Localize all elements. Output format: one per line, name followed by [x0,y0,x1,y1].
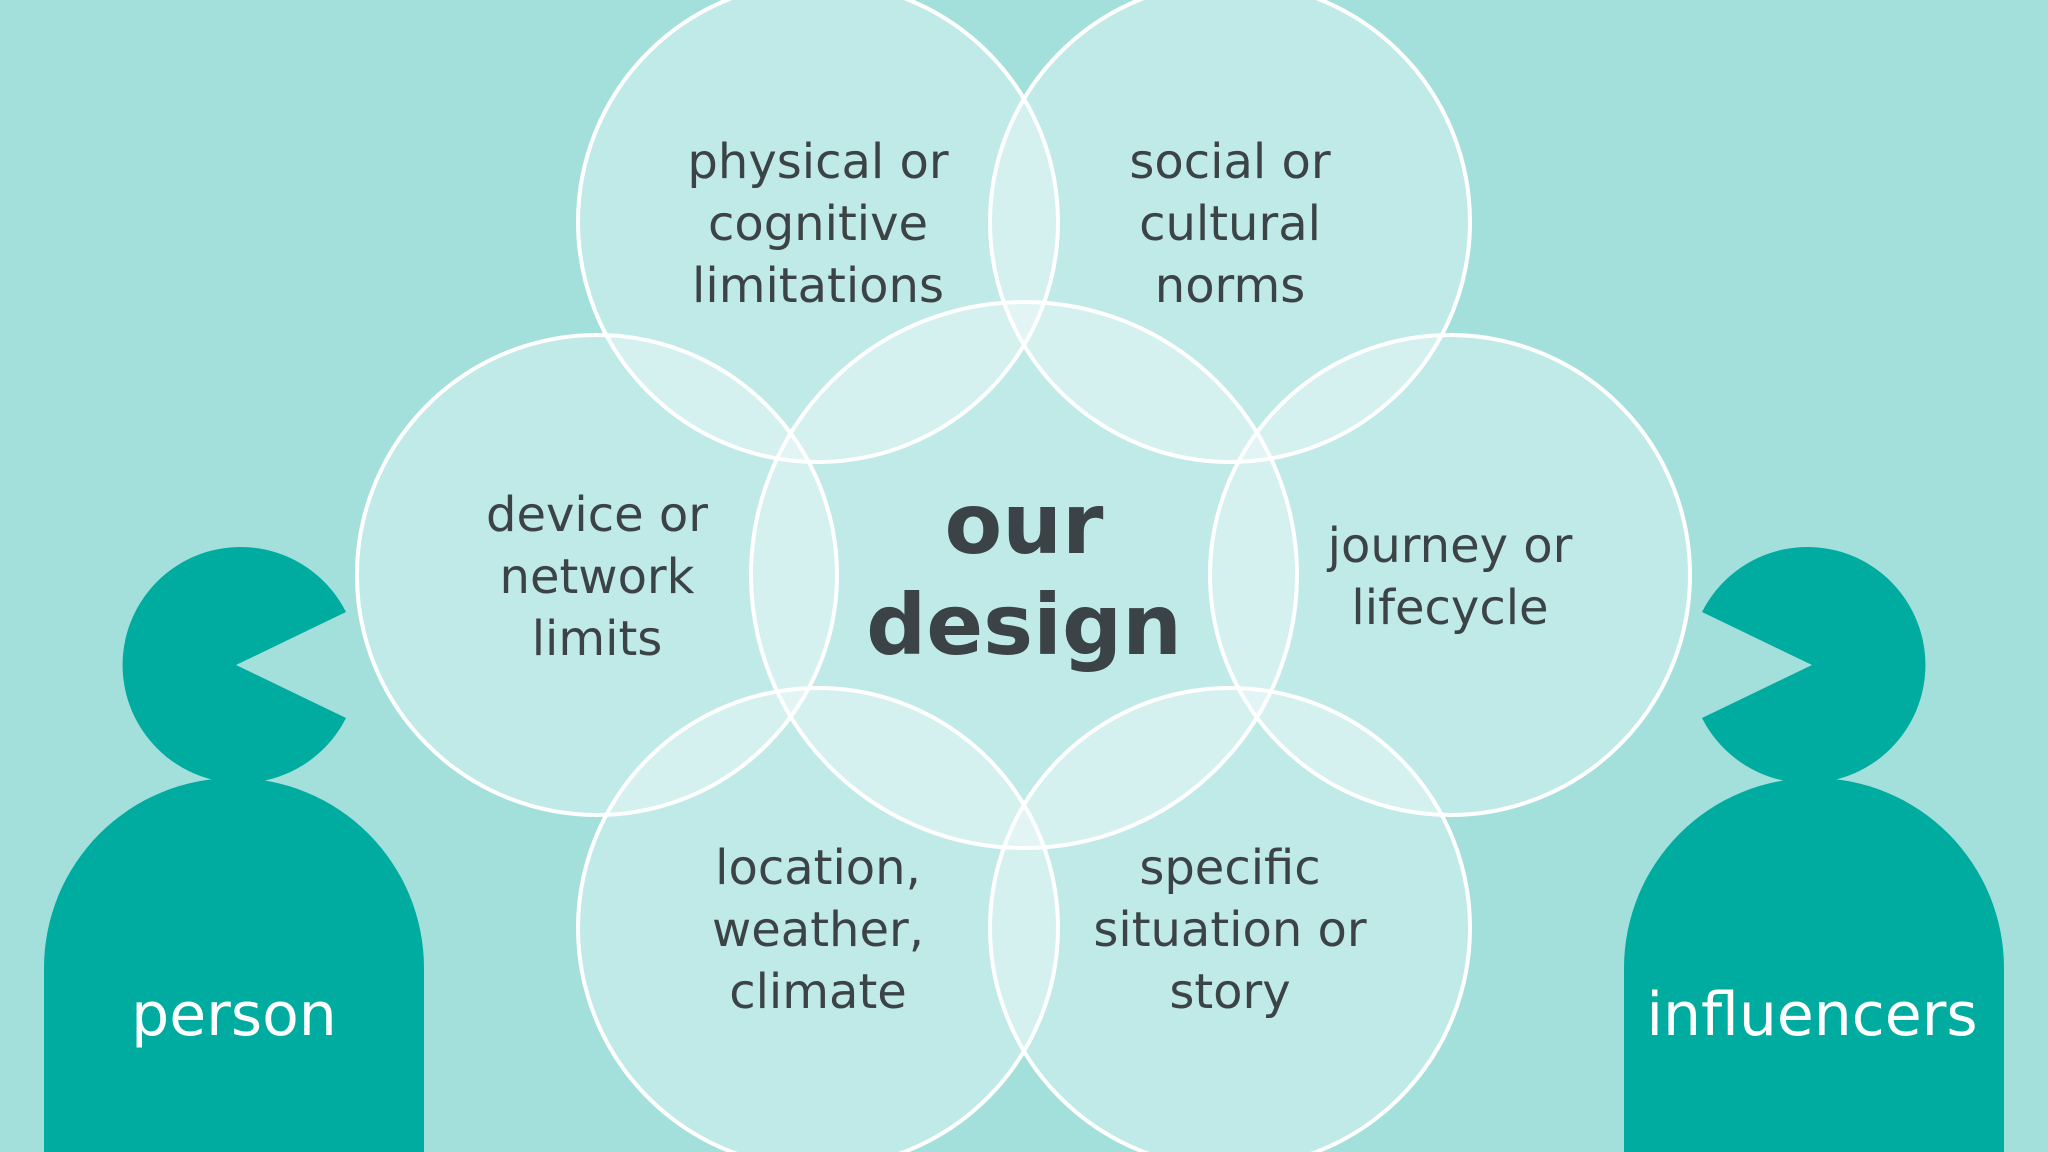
label-location-line1: location, [715,840,921,896]
center-label-line1: our [945,475,1105,573]
label-location: location, weather, climate [712,840,924,1020]
label-location-line3: climate [729,964,907,1020]
label-device: device or network limits [486,487,708,667]
center-label-line2: design [866,576,1182,674]
label-physical-line1: physical or [687,134,948,190]
influencers-label: influencers [1646,980,1977,1050]
label-journey-line1: journey or [1327,518,1573,574]
label-center: our design [866,475,1182,674]
circle-center [749,300,1299,850]
label-social-line2: cultural [1139,196,1321,252]
influencers-body [1624,778,2004,1152]
circle-journey [1208,333,1692,817]
label-situation-line2: situation or [1093,902,1367,958]
influencers-head-icon [1702,547,1926,783]
person-figure: person [44,547,424,1152]
label-situation-line1: specific [1139,840,1320,896]
person-body [44,778,424,1152]
label-physical-line3: limitations [692,258,944,314]
label-location-line2: weather, [712,902,924,958]
label-journey: journey or lifecycle [1327,518,1573,636]
label-social-line3: norms [1155,258,1305,314]
person-head-icon [122,547,346,783]
circle-location [576,686,1060,1152]
circle-social [988,0,1472,464]
circle-device [355,333,839,817]
label-situation: specific situation or story [1093,840,1367,1020]
label-device-line1: device or [486,487,708,543]
label-social: social or cultural norms [1129,134,1330,314]
label-physical-line2: cognitive [708,196,928,252]
circles-group [355,0,1692,1152]
label-situation-line3: story [1169,964,1290,1020]
label-physical: physical or cognitive limitations [687,134,948,314]
person-label: person [131,980,337,1050]
label-device-line2: network [500,549,695,605]
influencers-figure: influencers [1624,547,2004,1152]
circle-situation [988,686,1472,1152]
label-device-line3: limits [532,611,663,667]
circle-physical [576,0,1060,464]
label-social-line1: social or [1129,134,1330,190]
label-journey-line2: lifecycle [1351,580,1548,636]
